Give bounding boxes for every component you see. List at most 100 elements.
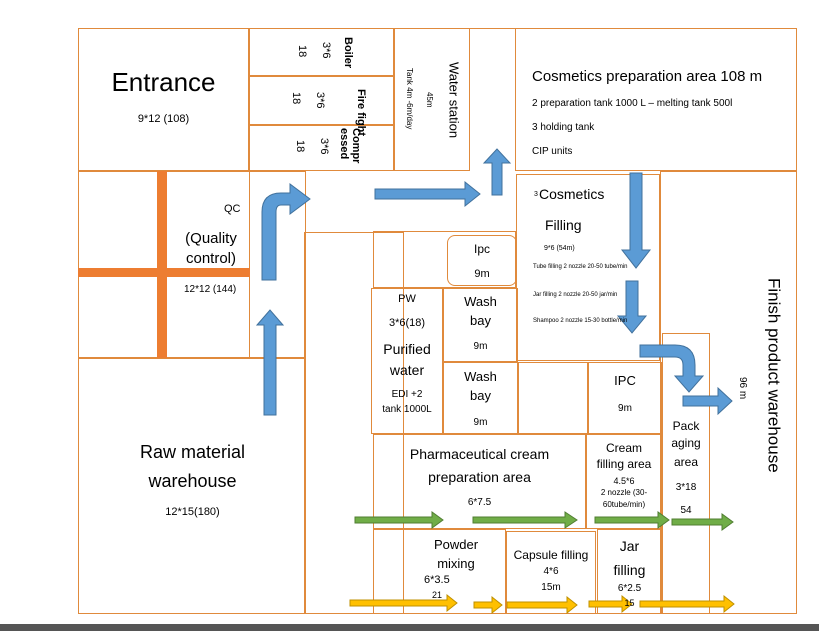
packaging-area: 54 [680,505,692,516]
corridor-room [249,171,306,358]
raw-l2: warehouse [148,471,237,491]
ipc-top-upper-room [373,231,516,288]
packaging-dim: 3*18 [675,482,697,493]
pw-name1: Purified [383,341,431,357]
capsule-dim: 4*6 [543,566,559,577]
water-station-tank: Tank 4m -6m/day [404,68,414,130]
pw-dim: 3*6(18) [388,317,426,329]
pw-abbr: PW [398,293,416,305]
pw-name2: water [389,362,425,378]
jar-filling-room [597,529,662,614]
pw-spec2: tank 1000L [382,404,432,415]
entrance-room [78,28,249,171]
green-arrow-4 [671,513,734,531]
cosmetics-filling-title1: Cosmetics [539,186,605,202]
cream-fill-l1: Cream [605,441,642,455]
wash-bay-1-room [443,288,518,362]
pharma-l2: preparation area [428,469,531,485]
ipc-mid-room [588,362,662,434]
powder-dim: 6*3.5 [424,574,450,586]
raw-warehouse-room [78,358,306,614]
compressed-room [249,125,394,171]
compressed-name: Compr essed [337,128,362,164]
pharma-l1: Pharmaceutical cream [409,446,550,462]
ipc-mid-name: IPC [614,373,636,388]
pharma-cream-room [373,434,586,529]
packaging-l1: Pack [672,419,700,433]
jar-fill-l1: Jar [619,538,640,554]
pharma-dim: 6*7.5 [467,497,492,508]
qc-full: (Quality control) [185,230,237,267]
yellow-arrow-1 [349,593,458,613]
entrance-title: Entrance [111,67,216,97]
yellow-arrow-5 [639,594,735,614]
fire-fight-room [249,76,394,125]
fire-dim: 3*6 [314,92,327,109]
cosmetics-filling-jar: Jar filling 2 nozzle 20-50 jar/min [533,292,618,298]
powder-l1: Powder [433,537,479,552]
wash2-l1: Wash [464,369,497,384]
blue-arrow-down-filling-2 [616,280,648,334]
green-arrow-2 [472,511,578,529]
ipc-top-name: Ipc [473,242,490,256]
blue-arrow-right-warehouse [682,386,733,416]
yellow-arrow-2 [473,595,503,615]
pw-spec1: EDI +2 [391,389,423,400]
packaging-l3: area [673,455,699,469]
qc-size: 12*12 (144) [184,284,237,295]
blank-mid-room [518,362,588,434]
water-station-name: Water station [446,62,462,139]
qc-vertical-bar [157,171,167,358]
packaging-room [662,333,710,614]
bottom-bar [0,624,819,631]
jar-fill-l2: filling [613,562,646,578]
boiler-name: Boiler [342,37,355,69]
blue-arrow-right-top [374,180,481,208]
cosmetics-prep-title: Cosmetics preparation area 108 m [532,68,763,85]
compressed-dim: 3*6 [318,138,331,155]
wash1-l1: Wash [464,294,497,309]
blue-arrow-curve-pack [639,344,705,393]
wash1-l2: bay [470,313,491,328]
water-station-area: 45m [424,92,434,108]
wash1-area: 9m [473,341,488,352]
capsule-area: 15m [541,582,561,593]
qc-cross-bars [78,171,250,358]
pw-room [371,288,443,434]
cosmetics-filling-pre: 3 [534,191,538,198]
cosmetics-prep-line3: CIP units [532,146,573,157]
cream-filling-room [586,434,662,529]
yellow-arrow-3 [506,595,578,615]
powder-l2: mixing [437,556,475,571]
capsule-name: Capsule filling [513,548,589,562]
finish-product-room [660,171,797,614]
compressed-area: 18 [294,140,307,153]
cosmetics-filling-dim: 9*6 (54m) [544,245,575,252]
cosmetics-prep-room [515,28,797,171]
qc-abbr: QC [224,203,241,215]
cosmetics-prep-line1: 2 preparation tank 1000 L – melting tank… [532,98,733,109]
boiler-room [249,28,394,76]
cream-fill-spec2: 60tube/min) [602,500,646,509]
wash2-area: 9m [473,417,488,428]
green-arrow-3 [594,511,670,529]
cosmetics-prep-line2: 3 holding tank [532,122,595,133]
cosmetics-filling-shampoo: Shampoo 2 nozzle 15-30 bottle/min [533,318,628,324]
cream-fill-l2: filling area [596,457,652,471]
capsule-room [506,531,596,614]
yellow-arrow-4 [588,594,633,614]
finish-name: Finish product warehouse [764,278,784,473]
raw-l1: Raw material [139,442,246,462]
jar-fill-area: 15 [624,598,635,608]
ipc-mid-area: 9m [618,403,632,414]
cream-fill-dim: 4.5*6 [613,476,635,486]
blue-arrow-down-filling [620,172,652,269]
blue-arrow-corridor-turn [261,183,311,281]
entrance-size: 9*12 (108) [137,113,190,125]
green-arrow-1 [354,511,444,529]
blue-arrow-up-water [482,148,512,196]
raw-size: 12*15(180) [165,506,220,518]
fire-name: Fire fight [355,89,367,137]
jar-fill-dim: 6*2.5 [617,583,642,594]
